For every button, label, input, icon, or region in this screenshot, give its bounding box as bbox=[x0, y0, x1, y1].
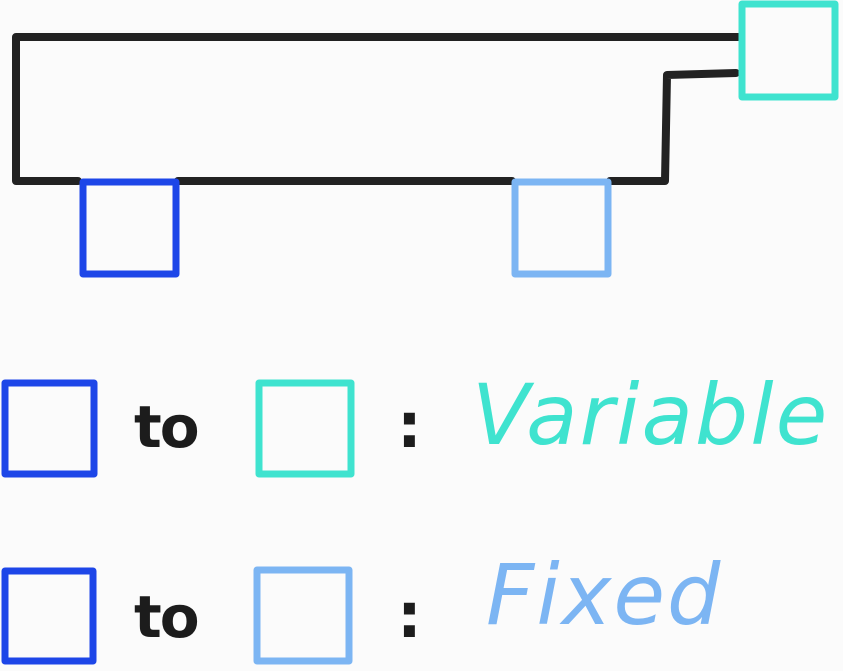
legend-connector-text: to bbox=[134, 583, 198, 651]
legend-row-fixed: to : Fixed bbox=[1, 546, 722, 665]
legend-separator: : bbox=[397, 389, 422, 462]
terminal-teal bbox=[738, 0, 839, 101]
legend-row-variable: to : Variable bbox=[1, 366, 829, 478]
legend-swatch-dark-blue bbox=[1, 567, 97, 665]
wire-lines bbox=[12, 33, 742, 185]
legend-separator: : bbox=[397, 579, 422, 652]
legend-result-fixed: Fixed bbox=[486, 546, 722, 644]
legend-connector-text: to bbox=[134, 393, 198, 461]
wire-top-loop bbox=[12, 33, 742, 185]
legend-result-variable: Variable bbox=[472, 366, 829, 464]
legend-swatch-light-blue bbox=[253, 566, 353, 665]
terminal-dark-blue bbox=[79, 178, 180, 278]
legend-swatch-dark-blue bbox=[1, 379, 98, 478]
wire-right-step bbox=[606, 69, 740, 185]
legend-swatch-teal bbox=[255, 379, 355, 478]
terminal-light-blue bbox=[511, 178, 612, 278]
